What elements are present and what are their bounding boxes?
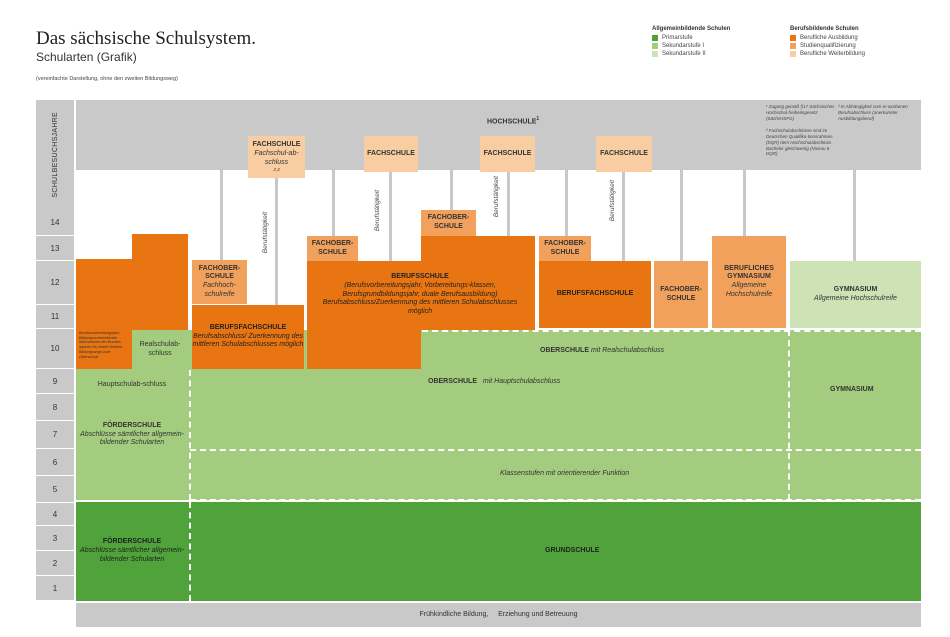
connector-11 bbox=[853, 170, 856, 261]
legend-item-weiterbildung: Berufliche Weiterbildung bbox=[790, 51, 865, 57]
year-8: 8 bbox=[36, 394, 74, 421]
berufstaetigkeit-1: Berufstätigkeit bbox=[262, 212, 269, 254]
year-10: 10 bbox=[36, 329, 74, 369]
fachoberschule-left: FACHOBER-SCHULE Fachhoch-schulreife bbox=[192, 260, 247, 304]
connector-10 bbox=[743, 170, 746, 236]
fachoberschule-box-3: FACHOBER-SCHULE bbox=[539, 236, 591, 261]
year-14: 14 bbox=[36, 210, 74, 236]
berufstaetigkeit-2: Berufstätigkeit bbox=[374, 190, 381, 232]
vdash-gymnasium bbox=[788, 330, 790, 500]
dash-line-7 bbox=[190, 449, 921, 451]
legend-item-sek1: Sekundarstufe I bbox=[652, 43, 730, 49]
axis-label: SCHULBESUCHSJAHRE bbox=[51, 112, 59, 198]
small-orange-text: Berufsvorbereitungsjahr, Bildungsvorbere… bbox=[79, 331, 123, 359]
dash-line-10 bbox=[422, 330, 921, 332]
oberschule-haupt-label: OBERSCHULE mit Hauptschulabschluss bbox=[428, 378, 561, 385]
footnote-1: ¹ Zugang gemäß §17 Sächsisches Hochschul… bbox=[766, 104, 835, 121]
connector-3 bbox=[332, 170, 335, 236]
oberschule-real-label: OBERSCHULE mit Realschulabschluss bbox=[540, 347, 665, 354]
year-7: 7 bbox=[36, 421, 74, 449]
fachschule-box-2: FACHSCHULE bbox=[364, 136, 418, 172]
swatch-primar bbox=[652, 35, 658, 41]
fachschule-box-3: FACHSCHULE bbox=[480, 136, 535, 172]
year-4: 4 bbox=[36, 503, 74, 526]
berufsfachschule-right: BERUFSFACHSCHULE bbox=[539, 261, 651, 328]
year-2: 2 bbox=[36, 551, 74, 576]
legend-item-ausbildung: Berufliche Ausbildung bbox=[790, 35, 865, 41]
foerderschule-primar: FÖRDERSCHULE Abschlüsse sämtlicher allge… bbox=[80, 538, 184, 563]
connector-8 bbox=[622, 172, 625, 262]
hauptschulabschluss-box: Hauptschulab-schluss bbox=[76, 370, 188, 400]
primarstufe-area bbox=[76, 502, 921, 601]
berufsschule-label: BERUFSSCHULE (Berufsvorbereitungsjahr, V… bbox=[322, 273, 518, 316]
connector-2 bbox=[275, 178, 278, 305]
swatch-studien bbox=[790, 43, 796, 49]
connector-1 bbox=[220, 170, 223, 260]
fachoberschule-box-1: FACHOBER-SCHULE bbox=[307, 236, 358, 261]
year-9: 9 bbox=[36, 369, 74, 394]
year-6: 6 bbox=[36, 449, 74, 476]
berufliches-gymnasium: BERUFLICHES GYMNASIUM Allgemeine Hochsch… bbox=[712, 236, 786, 328]
footnote-2: ² Fachschulabschlüsse sind im Deutschen … bbox=[766, 128, 833, 157]
grundschule-label: GRUNDSCHULE bbox=[545, 547, 600, 554]
legend-general-heading: Allgemeinbildende Schulen bbox=[652, 26, 731, 32]
year-13: 13 bbox=[36, 236, 74, 261]
realschulabschluss-box: Realschulab-schluss bbox=[132, 330, 188, 370]
gymnasium-lower-label: GYMNASIUM bbox=[830, 386, 874, 393]
legend-item-primar: Primarstufe bbox=[652, 35, 730, 41]
page-subtitle: Schularten (Grafik) bbox=[36, 50, 137, 64]
page-title: Das sächsische Schulsystem. bbox=[36, 28, 257, 49]
fruehkindliche-bildung: Frühkindliche Bildung, Erziehung und Bet… bbox=[76, 603, 921, 627]
klassenstufen-label: Klassenstufen mit orientierender Funktio… bbox=[500, 470, 630, 477]
legend-item-sek2: Sekundarstufe II bbox=[652, 51, 730, 57]
axis-label-box: SCHULBESUCHSJAHRE bbox=[36, 100, 74, 210]
fachoberschule-box-2: FACHOBER-SCHULE bbox=[421, 210, 476, 236]
year-5: 5 bbox=[36, 476, 74, 503]
legend-vocational: Berufsbildende Schulen Berufliche Ausbil… bbox=[790, 26, 865, 57]
legend-vocational-heading: Berufsbildende Schulen bbox=[790, 26, 859, 32]
gymnasium-upper: GYMNASIUM Allgemeine Hochschulreife bbox=[790, 261, 921, 328]
swatch-sek1 bbox=[652, 43, 658, 49]
footnote-3: ³ In Abhängigkeit vom er-worbenen Berufs… bbox=[838, 104, 908, 121]
fachschule-box-1: FACHSCHULE Fachschul-ab-schluss 2,3 bbox=[248, 136, 305, 178]
connector-6 bbox=[507, 172, 510, 236]
foerderschule-sek: FÖRDERSCHULE Abschlüsse sämtlicher allge… bbox=[76, 400, 188, 470]
vdash-primar bbox=[189, 502, 191, 601]
orange-left-top bbox=[132, 234, 188, 260]
berufstaetigkeit-4: Berufstätigkeit bbox=[609, 180, 616, 222]
year-12: 12 bbox=[36, 261, 74, 305]
berufstaetigkeit-3: Berufstätigkeit bbox=[493, 176, 500, 218]
legend-general: Allgemeinbildende Schulen Primarstufe Se… bbox=[652, 26, 730, 57]
berufsfachschule-left: BERUFSFACHSCHULE Berufsabschluss/ Zuerke… bbox=[192, 305, 304, 369]
swatch-weiterbildung bbox=[790, 51, 796, 57]
berufsschule-right-part bbox=[421, 236, 535, 330]
fachoberschule-right: FACHOBER-SCHULE bbox=[654, 261, 708, 328]
swatch-ausbildung bbox=[790, 35, 796, 41]
legend-item-studien: Studienqualifizierung bbox=[790, 43, 865, 49]
connector-5 bbox=[450, 170, 453, 210]
dash-line-5 bbox=[190, 499, 921, 501]
year-1: 1 bbox=[36, 576, 74, 601]
berufsschule-left-part bbox=[307, 261, 421, 369]
year-3: 3 bbox=[36, 526, 74, 551]
page-note: (vereinfachte Darstellung, ohne den zwei… bbox=[36, 76, 178, 82]
fachschule-box-4: FACHSCHULE bbox=[596, 136, 652, 172]
hochschule-label: HOCHSCHULE1 bbox=[487, 116, 540, 126]
swatch-sek2 bbox=[652, 51, 658, 57]
vdash-left bbox=[189, 370, 191, 500]
connector-9 bbox=[680, 170, 683, 262]
year-11: 11 bbox=[36, 305, 74, 329]
connector-4 bbox=[389, 172, 392, 262]
connector-7 bbox=[565, 170, 568, 236]
